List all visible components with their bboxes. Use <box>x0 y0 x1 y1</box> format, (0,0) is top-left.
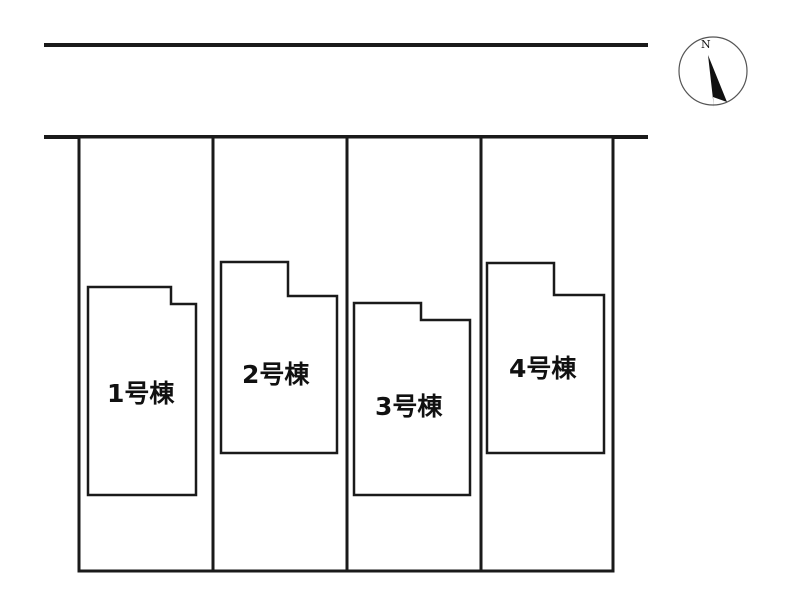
road <box>44 43 648 139</box>
house-4-label: 4号棟 <box>509 354 577 383</box>
lot-3: 3号棟 <box>345 135 483 573</box>
house-3-footprint <box>352 301 472 497</box>
house-1-footprint <box>86 285 198 497</box>
lot-4: 4号棟 <box>479 135 615 573</box>
house-3-label: 3号棟 <box>375 392 443 421</box>
house-2-label: 2号棟 <box>242 360 310 389</box>
house-2-footprint <box>219 260 339 455</box>
compass-needle-icon <box>708 55 727 108</box>
lot-2: 2号棟 <box>211 135 349 573</box>
compass-north-label: N <box>701 38 711 51</box>
lot-1: 1号棟 <box>77 135 215 573</box>
house-4-footprint <box>485 261 606 455</box>
compass: N <box>678 36 748 108</box>
house-1-label: 1号棟 <box>107 379 175 408</box>
